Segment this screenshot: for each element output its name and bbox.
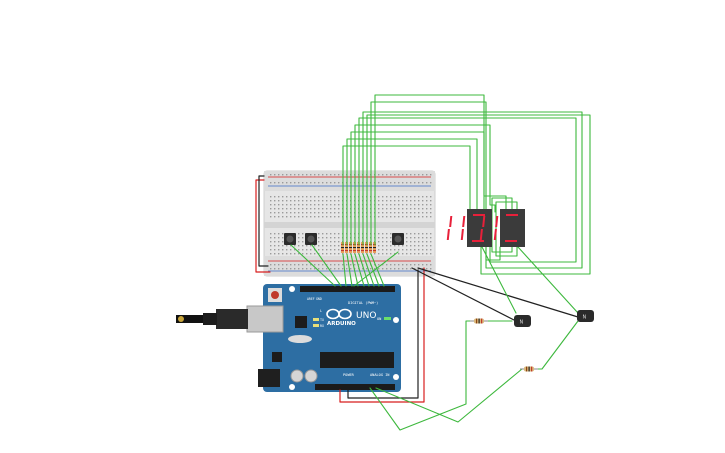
digital-header [300,286,395,292]
resistor-2[interactable] [520,366,538,372]
resistor-1[interactable] [470,318,488,324]
seven-segment-display-left[interactable]: 0 [0,0,492,247]
usb-connector [176,305,284,333]
l-label: L [320,309,322,313]
wire-green-a0 [369,320,475,431]
wire-black-rail [258,175,269,267]
power-label: POWER [343,373,355,377]
tx-label: TX [320,318,325,322]
transistor-2-label: N [583,315,587,321]
usb-chip [295,316,307,328]
transistor-1-label: N [520,320,524,326]
wire-green-t2-disp [517,246,579,314]
reset-button[interactable] [268,288,282,302]
on-label: ON [377,317,381,321]
analog-label: ANALOG IN [370,373,389,377]
arduino-brand-label: ARDUINO [327,321,356,327]
transistor-2[interactable]: N [577,310,594,322]
wire-green-t1-disp [481,246,517,314]
wire-red-rail [255,179,271,273]
crystal [288,335,312,343]
capacitor-1 [290,369,304,383]
wire-green-a1 [375,368,523,423]
tx-led [313,318,319,321]
wire-red-5v [339,267,425,403]
wire-green-r2 [534,320,579,370]
aref-label: AREF [307,297,315,301]
transistor-1[interactable]: N [514,315,531,327]
push-button-1[interactable] [284,233,296,245]
power-jack [258,369,280,387]
wire-black-gnd [347,269,419,399]
atmega-chip [320,352,394,368]
gnd-label: GND [316,297,322,301]
push-button-3[interactable] [392,233,404,245]
rx-led [313,324,319,327]
digital-label: DIGITAL (PWM~) [348,301,378,305]
arduino-logo [326,308,352,320]
arduino-model-label: UNO [356,311,376,321]
push-button-2[interactable] [305,233,317,245]
wire-black-t1 [411,267,517,322]
rx-label: RX [320,324,325,328]
power-header [315,384,395,390]
capacitor-2 [304,369,318,383]
arduino-uno-board[interactable]: ARDUINO UNO DIGITAL (PWM~) POWER ANALOG … [176,284,401,392]
wires [255,94,591,431]
on-led [384,317,391,320]
wire-black-t2 [417,267,579,318]
seven-segment-display-right[interactable]: 0 [0,0,525,247]
breadboard[interactable] [263,170,436,277]
regulator [272,352,282,362]
